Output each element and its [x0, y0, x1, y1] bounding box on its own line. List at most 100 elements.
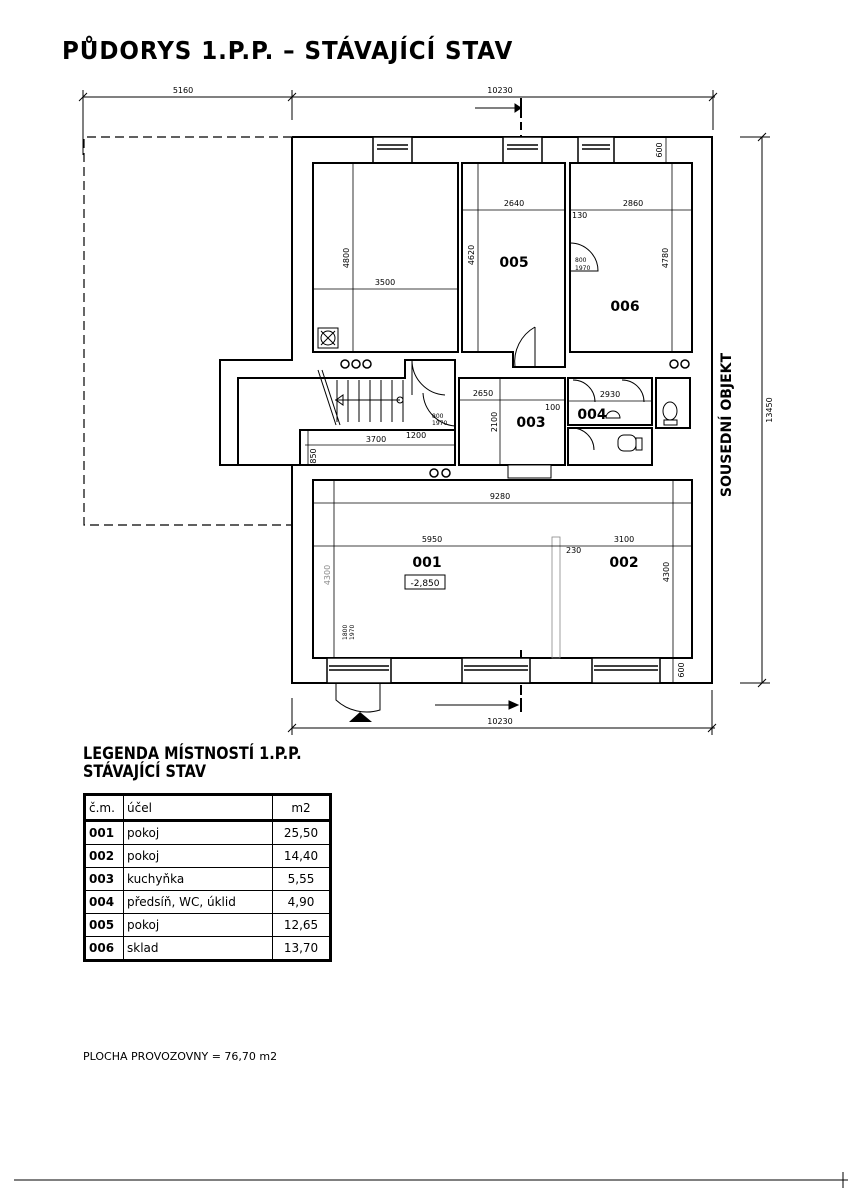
toilet-icon [605, 401, 678, 452]
room-label-005: 005 [499, 255, 528, 271]
door-label-stair: 800 [432, 413, 444, 420]
level-mark: -2,850 [410, 579, 439, 589]
level-mark-box [404, 574, 446, 590]
header-area: m2 [272, 794, 331, 822]
dim-bottom: 10230 [487, 717, 512, 726]
dim-left-room-width: 3500 [375, 278, 395, 287]
room-number: 005 [84, 913, 124, 937]
header-purpose: účel [123, 794, 273, 822]
upper-dimension-lines [313, 137, 692, 352]
room-purpose: pokoj [123, 820, 273, 845]
windows-top [372, 136, 615, 164]
lower-dimension-lines [313, 480, 692, 683]
room-label-002: 002 [609, 555, 638, 571]
dim-wall-130: 130 [572, 211, 587, 220]
table-header-row: č.m. účel m2 [84, 794, 331, 822]
room-left-upper [312, 162, 459, 353]
dim-001-width: 5950 [422, 535, 442, 544]
dim-006-width: 2860 [623, 199, 643, 208]
legend-title-line2: STÁVAJÍCÍ STAV [83, 762, 207, 782]
dim-006-height: 4780 [661, 248, 670, 268]
room-area: 25,50 [272, 820, 331, 845]
dim-wall-100: 100 [545, 403, 560, 412]
dim-003-width: 2650 [473, 389, 493, 398]
svg-text:1970: 1970 [575, 265, 590, 272]
top-dimension [78, 90, 718, 155]
right-dimension [740, 132, 770, 688]
room-purpose: pokoj [123, 913, 273, 937]
total-area-note: PLOCHA PROVOZOVNY = 76,70 m2 [83, 1050, 278, 1063]
room-purpose: předsíň, WC, úklid [123, 890, 273, 914]
svg-text:1970: 1970 [432, 420, 447, 427]
room-004-wc2 [655, 377, 691, 429]
courtyard-outline [83, 136, 292, 526]
dim-002-height: 4300 [662, 562, 671, 582]
room-number: 003 [84, 867, 124, 891]
dim-right-total: 13450 [765, 397, 774, 422]
room-area: 13,70 [272, 936, 331, 961]
svg-text:1970: 1970 [349, 625, 356, 640]
drawing-title: PŮDORYS 1.P.P. – STÁVAJÍCÍ STAV [62, 36, 514, 65]
room-number: 001 [84, 820, 124, 845]
windows-bottom [326, 657, 661, 684]
room-label-001: 001 [412, 555, 441, 571]
room-purpose: sklad [123, 936, 273, 961]
dim-stair-850: 850 [309, 448, 318, 463]
bottom-dimension [287, 690, 717, 735]
room-area: 5,55 [272, 867, 331, 891]
pipe-symbols [340, 359, 690, 478]
room-number: 006 [84, 936, 124, 961]
dim-stair-3700: 3700 [366, 435, 386, 444]
neighbor-building-label: SOUSEDNÍ OBJEKT [718, 352, 735, 497]
dim-wall-600-bottom: 600 [677, 662, 686, 677]
room-004 [567, 377, 653, 426]
room-number: 002 [84, 844, 124, 868]
door-swings [335, 242, 645, 713]
dim-left-room-height: 4800 [342, 248, 351, 268]
legend-title: LEGENDA MÍSTNOSTÍ 1.P.P. STÁVAJÍCÍ STAV [83, 745, 302, 781]
chimney-box [317, 327, 339, 349]
outer-wall [219, 136, 713, 684]
stair-hall [237, 359, 456, 466]
room-purpose: kuchyňka [123, 867, 273, 891]
corridor-3700 [299, 429, 456, 466]
dim-001-height: 4300 [323, 565, 332, 585]
room-006 [569, 162, 693, 353]
entrance-arrow-icon [349, 712, 372, 722]
dim-004-width: 2930 [600, 390, 620, 399]
staircase [317, 369, 404, 426]
room-area: 4,90 [272, 890, 331, 914]
dim-003-height: 2100 [490, 412, 499, 432]
room-label-003: 003 [516, 415, 545, 431]
dim-wall-230: 230 [566, 546, 581, 555]
dim-top-left: 5160 [173, 86, 193, 95]
room-004-wc [567, 427, 653, 466]
dim-wall-600-top: 600 [655, 142, 664, 157]
dim-002-width: 3100 [614, 535, 634, 544]
dim-stair-1200: 1200 [406, 431, 426, 440]
room-purpose: pokoj [123, 844, 273, 868]
partition-001-002 [551, 536, 561, 659]
dim-9280: 9280 [490, 492, 510, 501]
door-label-entrance: 1800 [342, 625, 349, 640]
room-label-006: 006 [610, 299, 639, 315]
dim-005-width: 2640 [504, 199, 524, 208]
room-area: 12,65 [272, 913, 331, 937]
room-number: 004 [84, 890, 124, 914]
room-area: 14,40 [272, 844, 331, 868]
room-005 [461, 162, 566, 368]
dim-top-right: 10230 [487, 86, 512, 95]
middle-dimension-lines [305, 378, 652, 465]
header-room-number: č.m. [84, 794, 124, 822]
door-label-005-006: 800 [575, 257, 587, 264]
legend-title-line1: LEGENDA MÍSTNOSTÍ 1.P.P. [83, 744, 302, 764]
dim-005-height: 4620 [467, 245, 476, 265]
